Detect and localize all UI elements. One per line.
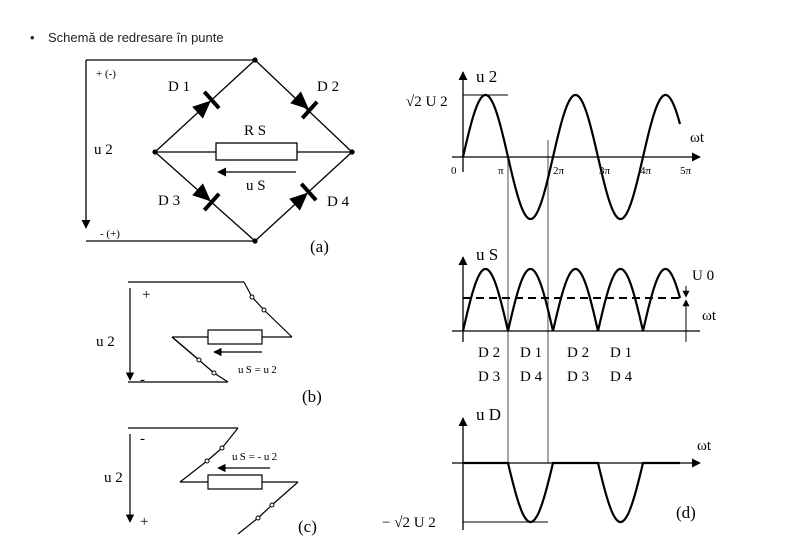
diode-d4 xyxy=(289,182,318,211)
switch-contacts-c xyxy=(204,445,275,521)
conduction-4-bottom: D 4 xyxy=(610,369,633,385)
diode-d1 xyxy=(192,90,221,119)
omega-t-u2: ωt xyxy=(690,130,705,146)
rs-label: R S xyxy=(244,123,266,139)
tick-2pi: 2π xyxy=(553,165,565,177)
node-top xyxy=(252,57,258,63)
waveform-axes xyxy=(452,71,701,530)
caption-b: (b) xyxy=(302,387,322,406)
us-label-a: u S xyxy=(246,178,266,194)
u2-waveform xyxy=(461,93,682,221)
caption-a: (a) xyxy=(310,237,329,256)
ud-peak-label: − √2 U 2 xyxy=(382,515,436,531)
c-bottom-sign: + xyxy=(140,514,148,530)
conduction-1-bottom: D 3 xyxy=(478,369,500,385)
heading-text: Schemă de redresare în punte xyxy=(48,30,224,45)
u0-label: U 0 xyxy=(692,268,714,284)
switch-contacts-b xyxy=(196,294,267,376)
d1-label: D 1 xyxy=(168,79,190,95)
node-bottom xyxy=(252,238,258,244)
conduction-4-top: D 1 xyxy=(610,345,632,361)
u2-label-b: u 2 xyxy=(96,334,115,350)
tick-3pi: 3π xyxy=(599,165,611,177)
tick-0: 0 xyxy=(451,165,457,177)
b-output-eq: u S = u 2 xyxy=(238,364,277,376)
omega-t-us: ωt xyxy=(702,308,717,324)
u2-axis-label: u 2 xyxy=(476,67,497,86)
bridge-circuit-a xyxy=(81,59,353,242)
b-top-sign: + xyxy=(142,287,150,303)
load-resistor xyxy=(215,142,298,161)
circuit-b xyxy=(125,281,293,383)
c-top-sign: - xyxy=(140,431,145,447)
diode-d3 xyxy=(192,183,221,212)
omega-t-ud: ωt xyxy=(697,438,712,454)
conduction-2-top: D 1 xyxy=(520,345,542,361)
bridge-nodes xyxy=(152,57,355,244)
u2-label-a: u 2 xyxy=(94,142,113,158)
tick-5pi: 5π xyxy=(680,165,692,177)
heading: • Schemă de redresare în punte xyxy=(30,30,224,45)
node-right xyxy=(349,149,355,155)
u2-peak-label: √2 U 2 xyxy=(406,94,448,110)
tick-pi: π xyxy=(498,165,504,177)
diode-d2 xyxy=(290,91,319,120)
projection-lines xyxy=(507,140,549,463)
caption-c: (c) xyxy=(298,517,317,536)
tick-4pi: 4π xyxy=(640,165,652,177)
conduction-3-top: D 2 xyxy=(567,345,589,361)
top-polarity: + (-) xyxy=(96,68,116,80)
b-bottom-sign: - xyxy=(140,372,145,388)
u2-label-c: u 2 xyxy=(104,470,123,486)
bullet-marker: • xyxy=(30,30,35,45)
bottom-polarity: - (+) xyxy=(100,228,120,240)
conduction-1-top: D 2 xyxy=(478,345,500,361)
d4-label: D 4 xyxy=(327,194,350,210)
us-waveform xyxy=(461,267,682,332)
caption-d: (d) xyxy=(676,503,696,522)
c-output-eq: u S = - u 2 xyxy=(232,451,277,463)
conduction-3-bottom: D 3 xyxy=(567,369,589,385)
node-left xyxy=(152,149,158,155)
us-axis-label: u S xyxy=(476,245,498,264)
circuit-c xyxy=(125,427,299,535)
conduction-2-bottom: D 4 xyxy=(520,369,543,385)
d3-label: D 3 xyxy=(158,193,180,209)
ud-waveform xyxy=(463,461,680,524)
ud-axis-label: u D xyxy=(476,405,501,424)
d2-label: D 2 xyxy=(317,79,339,95)
